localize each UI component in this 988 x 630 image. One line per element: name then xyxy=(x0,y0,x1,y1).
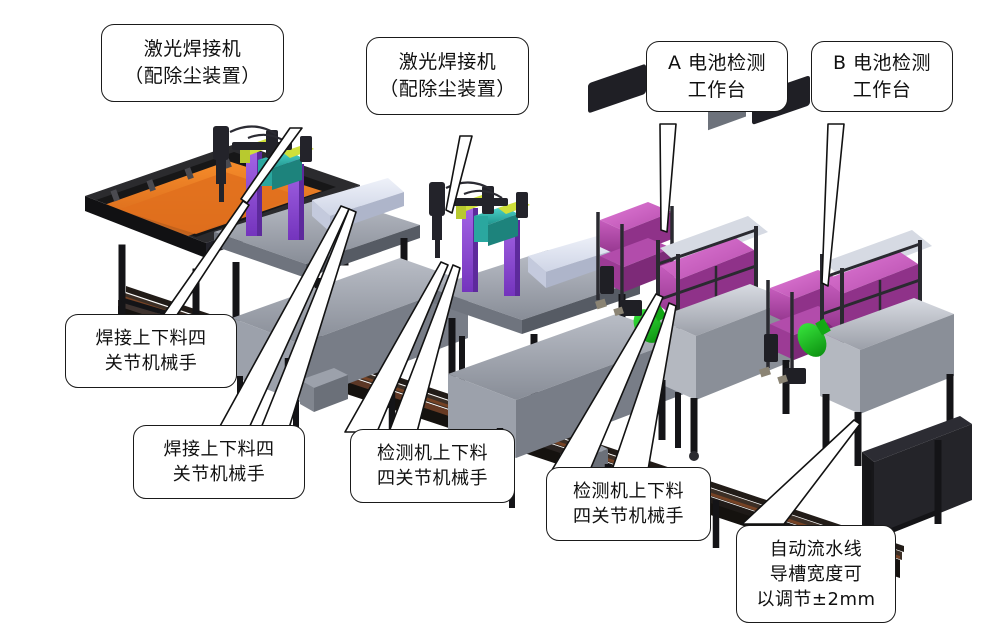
leader-conveyor-adjust xyxy=(741,419,861,525)
leader-battery-test-a xyxy=(659,123,677,233)
callout-line: 焊接上下料四 xyxy=(95,328,207,349)
callout-line: 关节机械手 xyxy=(172,464,266,485)
leader-battery-test-b xyxy=(821,123,845,287)
callout-conveyor-adjust[interactable]: 自动流水线 导槽宽度可 以调节±2mm xyxy=(736,525,896,623)
callout-line: 关节机械手 xyxy=(104,353,198,374)
battery-test-station-a xyxy=(588,64,790,461)
callout-weld-robot-1[interactable]: 焊接上下料四 关节机械手 xyxy=(65,314,237,388)
callout-line: 四关节机械手 xyxy=(377,468,488,489)
callout-line: 检测机上下料 xyxy=(573,481,684,502)
callout-line: 工作台 xyxy=(687,78,747,101)
callout-tester-robot-2[interactable]: 检测机上下料 四关节机械手 xyxy=(546,467,711,541)
callout-tester-robot-1[interactable]: 检测机上下料 四关节机械手 xyxy=(350,429,515,503)
callout-battery-test-a[interactable]: A 电池检测 工作台 xyxy=(646,41,788,112)
callout-line: （配除尘装置） xyxy=(124,65,261,87)
callout-laser-welder-1[interactable]: 激光焊接机 （配除尘装置） xyxy=(101,24,284,102)
callout-line: 焊接上下料四 xyxy=(163,439,275,460)
callout-line: 检测机上下料 xyxy=(377,443,488,464)
callout-line: 激光焊接机 xyxy=(398,51,497,73)
callout-line: （配除尘装置） xyxy=(379,78,516,100)
callout-line: 工作台 xyxy=(852,78,912,101)
outfeed-section xyxy=(862,416,972,560)
callout-line: 以调节±2mm xyxy=(756,588,876,610)
callout-line: 四关节机械手 xyxy=(573,506,684,527)
callout-line: B 电池检测 xyxy=(832,51,932,74)
callout-line: 导槽宽度可 xyxy=(769,563,863,585)
laser-welding-station-2 xyxy=(429,181,640,408)
callout-weld-robot-2[interactable]: 焊接上下料四 关节机械手 xyxy=(133,425,305,499)
leader-lines xyxy=(160,123,861,525)
callout-line: A 电池检测 xyxy=(667,51,767,74)
callout-laser-welder-2[interactable]: 激光焊接机 （配除尘装置） xyxy=(366,37,529,115)
callout-line: 激光焊接机 xyxy=(143,38,242,60)
leader-laser-welder-2 xyxy=(445,135,473,214)
callout-battery-test-b[interactable]: B 电池检测 工作台 xyxy=(811,41,953,112)
callout-line: 自动流水线 xyxy=(769,538,863,560)
